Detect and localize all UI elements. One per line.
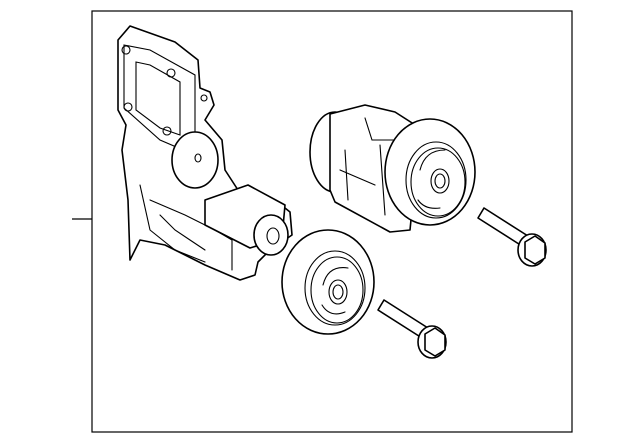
tensioner-bracket (117, 25, 293, 281)
tensioner-pulley (309, 104, 476, 233)
idler-pulley (281, 229, 375, 335)
bolt-upper (477, 207, 547, 267)
diagram-frame (91, 10, 573, 433)
bolt-lower (377, 299, 447, 359)
